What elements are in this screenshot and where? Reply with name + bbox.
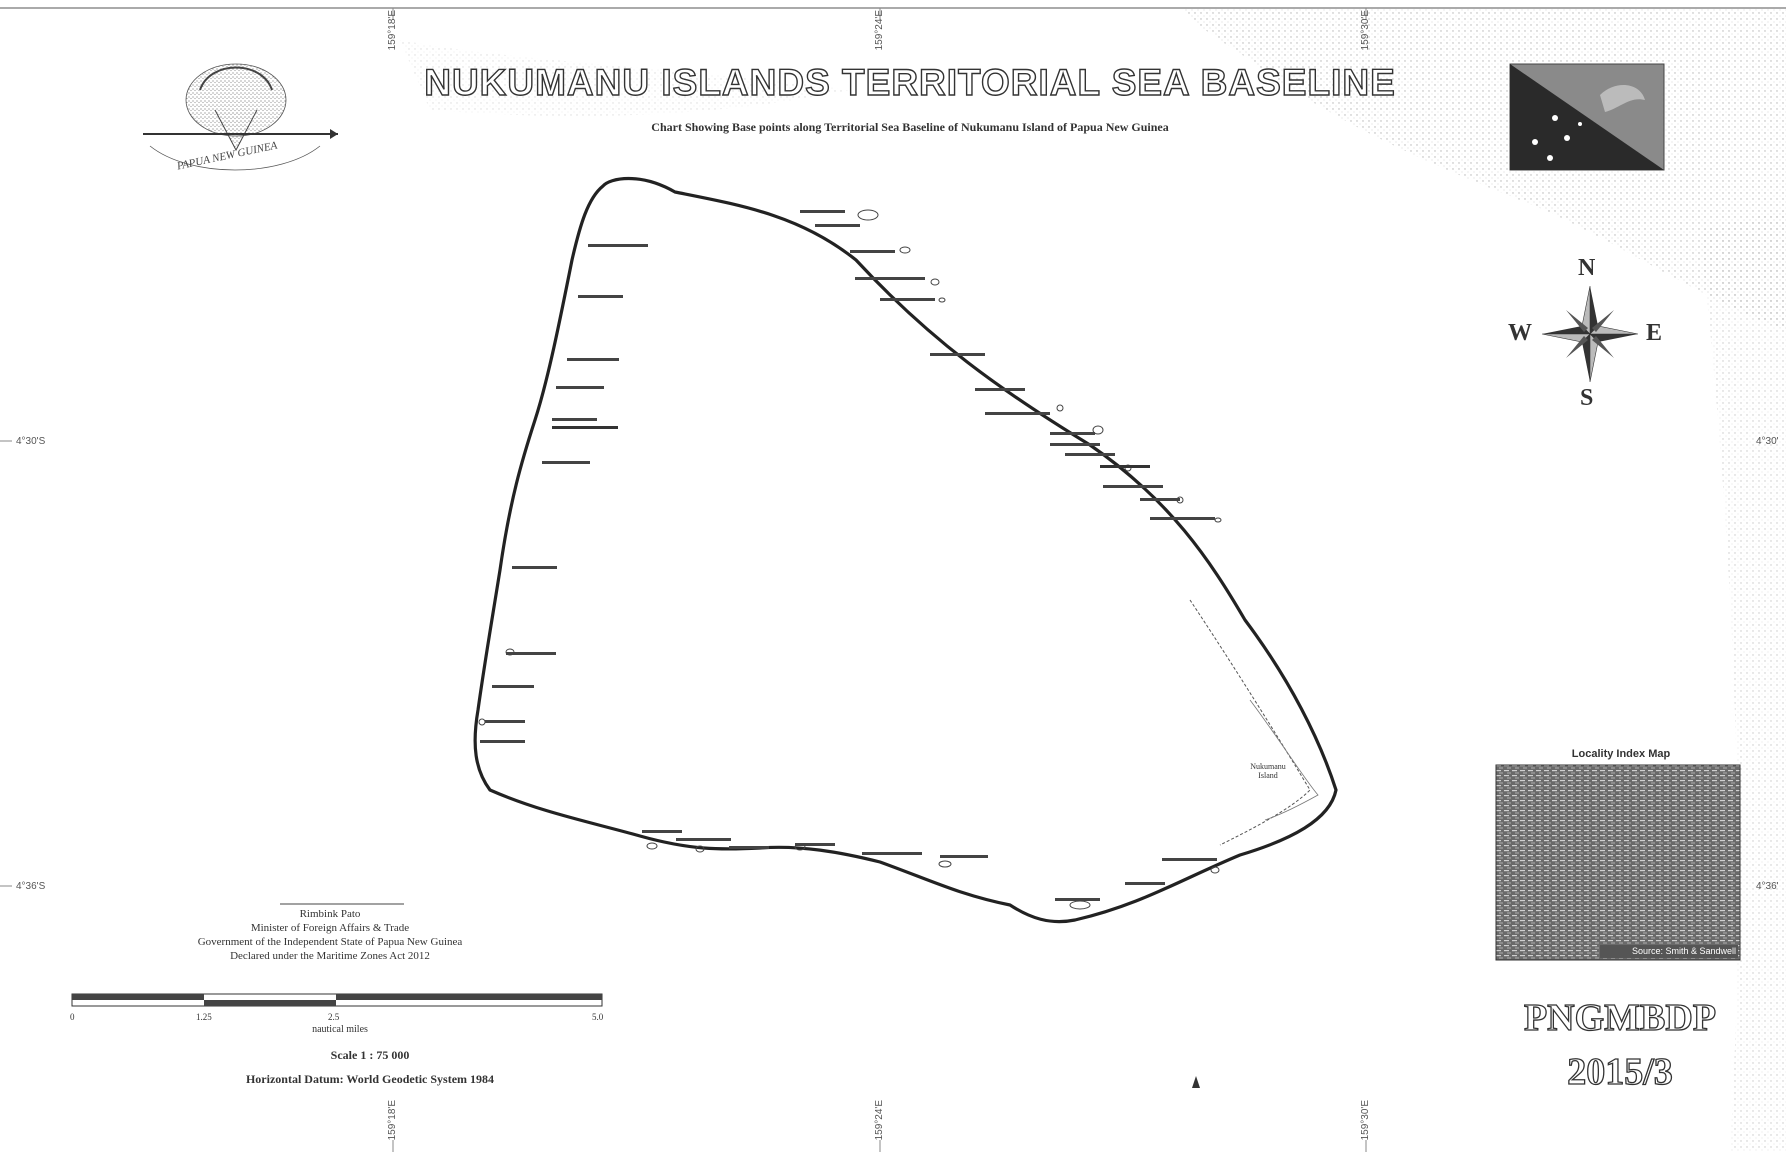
island-label-line1: Nukumanu [1250,762,1286,771]
png-flag-icon [1509,63,1665,171]
scale-unit: nautical miles [312,1024,368,1035]
png-national-emblem-icon [143,63,338,171]
scale-tick-1: 1.25 [196,1012,212,1022]
document-number: 2015/3 [1567,1050,1674,1093]
locality-map-credit: Source: Smith & Sandwell [1631,946,1736,956]
locality-map-title: Locality Index Map [1571,748,1671,760]
coord-right-1: 4°30' [1756,436,1779,447]
coord-bottom-1: 159°18'E [387,1100,398,1141]
scale-bar [71,993,603,1007]
horizontal-datum: Horizontal Datum: World Geodetic System … [245,1072,495,1086]
atoll-reef-outline [473,176,1338,924]
base-point-labels [480,210,1217,901]
coord-left-2: 4°36'S [16,881,46,892]
coord-top-3: 159°30'E [1360,10,1371,51]
compass-west: W [1508,320,1532,346]
coord-left-1: 4°30'S [16,436,46,447]
island-label-line2: Island [1258,771,1278,780]
nukumanu-island-shore [1189,599,1311,846]
bathymetry-shading-north [400,40,850,116]
map-title: NUKUMANU ISLANDS TERRITORIAL SEA BASELIN… [424,61,1396,103]
coord-top-2: 159°24'E [874,10,885,51]
compass-east: E [1646,320,1663,346]
compass-north: N [1578,255,1596,281]
scale-tick-0: 0 [70,1012,75,1022]
scale-ratio: Scale 1 : 75 000 [330,1048,410,1062]
scale-tick-2: 2.5 [328,1012,340,1022]
small-marker-icon [1192,1076,1200,1088]
coord-bottom-2: 159°24'E [874,1100,885,1141]
signature-government: Government of the Independent State of P… [197,936,463,948]
map-subtitle: Chart Showing Base points along Territor… [651,120,1169,134]
bathymetry-shading-northeast [1180,8,1786,330]
signature-name: Rimbink Pato [299,908,361,920]
nukumanu-island-inner-shore [1249,699,1319,821]
signature-role: Minister of Foreign Affairs & Trade [250,922,410,934]
document-series: PNGMBDP [1523,996,1717,1039]
islet-markers [478,209,1222,910]
scale-tick-3: 5.0 [592,1012,604,1022]
bathymetry-shading-east [1700,210,1786,1152]
signature-declared: Declared under the Maritime Zones Act 20… [230,950,430,962]
compass-south: S [1580,385,1594,411]
coord-top-1: 159°18'E [387,10,398,51]
coord-right-2: 4°36' [1756,881,1779,892]
grid-ticks [0,8,1367,1152]
compass-rose-icon [1541,285,1639,383]
locality-index-map-image [1495,764,1741,961]
coord-bottom-3: 159°30'E [1360,1100,1371,1141]
